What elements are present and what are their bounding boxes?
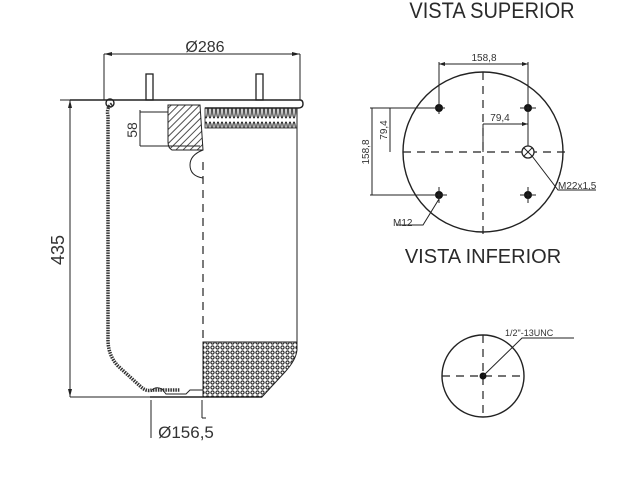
dimension-bottom-diameter: Ø156,5 [150, 400, 214, 442]
dimension-top-diameter: Ø286 [103, 39, 301, 100]
height-label: 435 [48, 235, 68, 265]
dimension-bolt-spacing-vertical: 158,8 [361, 107, 439, 196]
stud-right [255, 73, 264, 101]
top-diameter-label: Ø286 [185, 39, 224, 56]
bellows-wall-left [105, 102, 180, 393]
side-view: Ø286 58 435 [48, 39, 304, 442]
bottom-view: VISTA INFERIOR 1/2"-13UNC [405, 246, 574, 418]
dimension-air-fitting-offset: 79,4 [482, 113, 529, 152]
dimension-top-offset: 58 [124, 110, 200, 147]
bead-band-top [204, 107, 298, 129]
bolt-spacing-horizontal-label: 158,8 [471, 53, 496, 64]
air-fitting-offset-label: 79,4 [490, 113, 510, 124]
callout-air-fitting-thread: M22x1,5 [531, 155, 597, 192]
callout-bottom-thread: 1/2"-13UNC [482, 328, 574, 377]
bottom-thread-label: 1/2"-13UNC [505, 328, 554, 338]
top-view-title: VISTA SUPERIOR [409, 0, 574, 23]
air-fitting-thread-label: M22x1,5 [558, 181, 597, 192]
top-view: VISTA SUPERIOR 158,8 [361, 0, 597, 235]
half-spacing-vertical-label: 79,4 [379, 120, 390, 140]
top-offset-label: 58 [124, 122, 140, 138]
dimension-bolt-spacing-horizontal: 158,8 [438, 53, 529, 108]
bolt-spacing-vertical-label: 158,8 [361, 139, 372, 164]
top-plate [70, 99, 304, 109]
stud-left [145, 73, 154, 101]
bellows-bottom-mesh [202, 341, 298, 398]
piston-section [167, 104, 204, 151]
dimension-height: 435 [48, 99, 150, 398]
bolt-thread-label: M12 [393, 218, 413, 229]
dimension-half-spacing-vertical: 79,4 [379, 108, 391, 152]
bottom-view-title: VISTA INFERIOR [405, 246, 561, 268]
bottom-diameter-label: Ø156,5 [158, 423, 214, 442]
callout-bolt-thread: M12 [393, 198, 440, 229]
